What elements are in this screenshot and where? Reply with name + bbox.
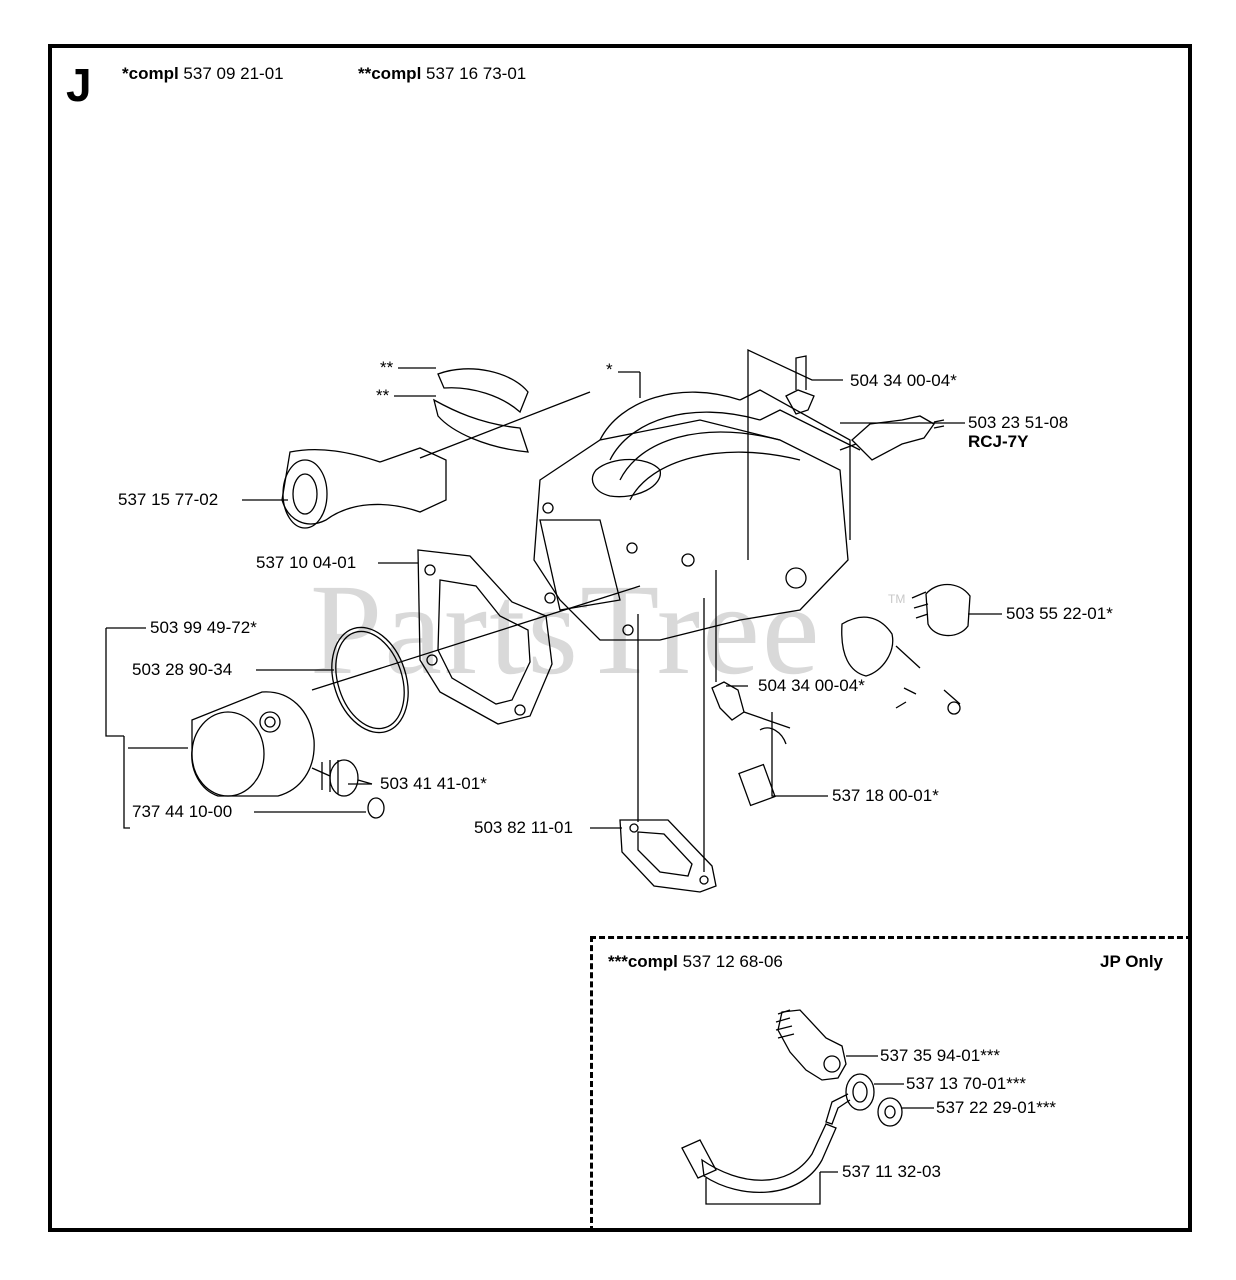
jp-washer <box>845 1073 875 1111</box>
label-piston-ring: 503 28 90-34 <box>132 660 233 679</box>
decomp-valve <box>925 583 971 637</box>
label-spark-plug-type: RCJ-7Y <box>968 432 1029 451</box>
exhaust-port <box>591 458 661 498</box>
cylinder-base <box>539 519 621 611</box>
label-jp-fitting: 537 35 94-01*** <box>880 1046 1001 1065</box>
intake-flange <box>282 459 328 529</box>
jp-only-box <box>590 936 1192 1232</box>
label-clip-b: ** <box>376 386 390 405</box>
label-piston-kit: 503 99 49-72* <box>150 618 257 637</box>
leader-filter <box>771 712 828 797</box>
jp-hose <box>701 1123 837 1193</box>
section-letter: J <box>66 59 92 111</box>
clip-upper <box>437 368 529 414</box>
fuel-filter <box>738 763 776 807</box>
label-needle-bearing: 503 41 41-01* <box>380 774 487 793</box>
jp-compl-prefix: ***compl <box>608 952 678 971</box>
piston <box>191 691 315 797</box>
label-elbow-bottom: 504 34 00-04* <box>758 676 865 695</box>
leader-elbow-top <box>747 348 843 560</box>
elbow-top <box>785 389 815 415</box>
label-jp-washer: 537 13 70-01*** <box>906 1074 1027 1093</box>
compl-2-number: 537 16 73-01 <box>426 64 527 83</box>
decomp-port <box>785 567 807 589</box>
compl-1-prefix: *compl <box>122 64 179 83</box>
label-filter: 537 18 00-01* <box>832 786 939 805</box>
label-cylinder: * <box>606 360 613 379</box>
needle-bearing <box>329 759 359 797</box>
wrist-pin-clip <box>367 797 385 819</box>
jp-pipe <box>825 1093 851 1125</box>
jp-header: ***compl 537 12 68-06 <box>608 952 783 972</box>
elbow-bottom <box>711 681 745 721</box>
spark-plug <box>851 415 935 461</box>
compl-2-prefix: **compl <box>358 64 422 83</box>
label-wrist-pin: 737 44 10-00 <box>132 802 233 821</box>
label-jp-nut: 537 22 29-01*** <box>936 1098 1057 1117</box>
label-spark-plug: 503 23 51-08 <box>968 413 1069 432</box>
jp-fitting <box>777 1009 847 1081</box>
wrist-pin-bore <box>259 711 281 733</box>
watermark: PartsTree <box>310 558 822 702</box>
clip-lower <box>433 398 529 453</box>
jp-nut <box>877 1097 903 1127</box>
decomp-spring <box>841 616 894 677</box>
intake-manifold <box>281 447 447 525</box>
cylinder-gasket <box>619 819 717 893</box>
label-gasket-intake: 537 10 04-01 <box>256 553 357 572</box>
leader-hose <box>705 1172 821 1205</box>
label-clip-a: ** <box>380 358 394 377</box>
compl-1-number: 537 09 21-01 <box>183 64 284 83</box>
jp-hose-end <box>681 1139 717 1179</box>
header-compl-1: *compl 537 09 21-01 <box>122 64 284 84</box>
jp-region-label: JP Only <box>1100 952 1163 971</box>
header-compl-2: **compl 537 16 73-01 <box>358 64 526 84</box>
label-jp-hose: 537 11 32-03 <box>842 1162 941 1181</box>
cylinder-fins <box>599 391 801 501</box>
label-intake: 537 15 77-02 <box>118 490 219 509</box>
intake-gasket <box>417 549 553 725</box>
jp-compl-number: 537 12 68-06 <box>682 952 783 971</box>
piston-ring <box>331 626 409 734</box>
diagram-frame <box>48 44 1192 1232</box>
label-elbow-top: 504 34 00-04* <box>850 371 957 390</box>
watermark-trademark: TM <box>888 592 906 606</box>
label-cyl-gasket: 503 82 11-01 <box>474 818 573 837</box>
label-decomp-valve: 503 55 22-01* <box>1006 604 1113 623</box>
cylinder-body <box>533 419 849 641</box>
